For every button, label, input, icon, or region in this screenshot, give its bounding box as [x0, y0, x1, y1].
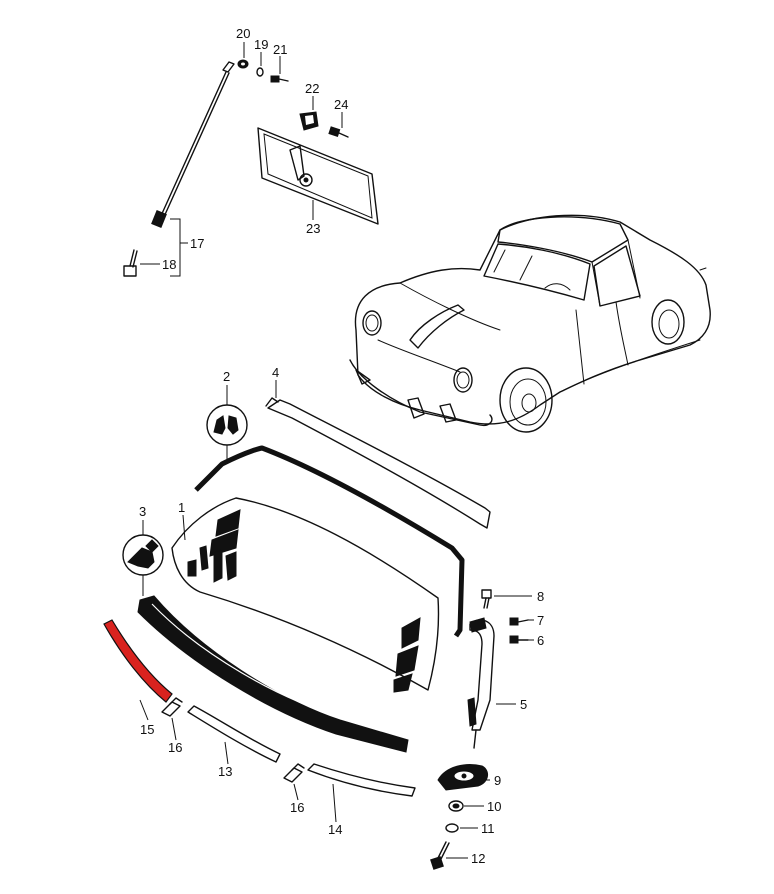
label-11: 11 — [481, 821, 495, 836]
label-24: 24 — [334, 97, 348, 112]
rear-view-mirror-23[interactable] — [257, 127, 379, 225]
mirror-rod[interactable] — [151, 61, 235, 229]
screw-21[interactable] — [270, 75, 289, 83]
label-3: 3 — [139, 504, 146, 519]
ring-19[interactable] — [256, 67, 264, 77]
label-13: 13 — [218, 764, 232, 779]
trim-clip-16a[interactable] — [161, 697, 183, 717]
label-18: 18 — [162, 257, 176, 272]
screw-8[interactable] — [481, 589, 492, 609]
label-17: 17 — [190, 236, 204, 251]
mirror-bolt[interactable] — [123, 249, 138, 277]
label-5: 5 — [520, 697, 527, 712]
label-19: 19 — [254, 37, 268, 52]
upper-trim-4[interactable] — [265, 397, 491, 529]
trim-clip-16b[interactable] — [283, 763, 305, 783]
bolt-12[interactable] — [430, 841, 450, 870]
clip-22[interactable] — [299, 111, 319, 131]
label-21: 21 — [273, 42, 287, 57]
label-16b: 16 — [290, 800, 304, 815]
screw-24[interactable] — [328, 126, 349, 138]
label-8: 8 — [537, 589, 544, 604]
label-17-bracket — [140, 218, 188, 277]
seal-detail-inset-2 — [206, 404, 248, 446]
washer-20[interactable] — [237, 59, 249, 69]
label-4: 4 — [272, 365, 279, 380]
leader-lines — [139, 42, 534, 859]
label-7: 7 — [537, 613, 544, 628]
mount-9[interactable] — [437, 764, 488, 791]
label-16a: 16 — [168, 740, 182, 755]
label-14: 14 — [328, 822, 342, 837]
label-9: 9 — [494, 773, 501, 788]
label-23: 23 — [306, 221, 320, 236]
label-22: 22 — [305, 81, 319, 96]
lower-trim-13[interactable] — [187, 705, 281, 763]
label-10: 10 — [487, 799, 501, 814]
car-illustration — [349, 214, 711, 433]
screw-7[interactable] — [509, 617, 529, 626]
label-2: 2 — [223, 369, 230, 384]
part-labels: 20 19 21 22 24 23 17 18 2 4 3 1 8 7 6 5 … — [139, 26, 544, 866]
washer-10[interactable] — [448, 800, 464, 812]
lower-seal-3[interactable] — [137, 595, 409, 753]
label-6: 6 — [537, 633, 544, 648]
windshield-seal-2[interactable] — [194, 445, 465, 638]
ring-11[interactable] — [445, 823, 459, 833]
label-20: 20 — [236, 26, 250, 41]
label-12: 12 — [471, 851, 485, 866]
screw-6[interactable] — [509, 635, 529, 644]
corner-seal-15[interactable] — [103, 619, 173, 703]
label-1: 1 — [178, 500, 185, 515]
corner-trim-5[interactable] — [467, 617, 495, 749]
label-15: 15 — [140, 722, 154, 737]
seal-detail-inset-3 — [122, 534, 164, 576]
windshield-glass-1[interactable] — [171, 497, 440, 693]
lower-trim-14[interactable] — [307, 763, 416, 797]
